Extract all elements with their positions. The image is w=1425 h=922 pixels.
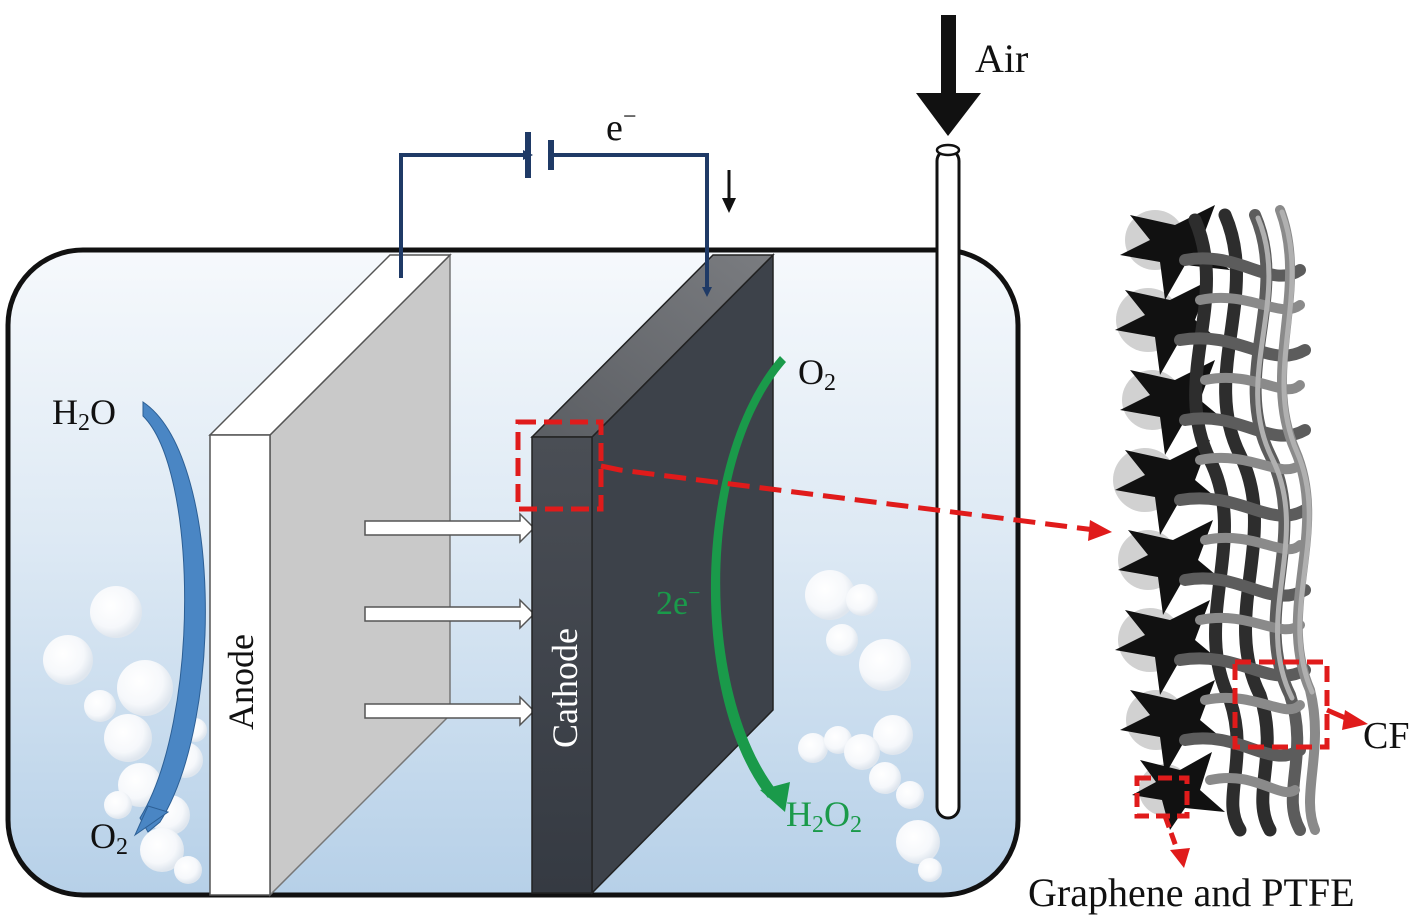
electron-direction-arrow [722,170,736,213]
h2o-label: H2O [52,392,116,436]
air-inlet-arrow [916,15,981,136]
cathode-plate [530,253,775,895]
water-oxidation-arrow [133,401,206,837]
o2-cathode-label: O2 [798,352,836,396]
air-label: Air [975,36,1028,81]
o2-anode-label: O2 [90,816,128,860]
bubble-icon [798,570,942,882]
h2o2-label: H2O2 [786,794,862,838]
anode-label: Anode [221,634,261,730]
oxygen-reduction-arrow [710,356,790,812]
cf-label: CF [1363,715,1409,757]
cf-zoom-box [1232,659,1330,750]
air-tube [935,143,961,820]
two-electron-label: 2e− [656,580,701,622]
zoom-link-line [600,463,1096,533]
external-circuit [399,132,712,297]
cathode-zoom-box [515,419,604,512]
carbon-fiber-icon [1113,205,1320,837]
electron-label: e− [606,104,636,149]
graphene-ptfe-label: Graphene and PTFE [1028,870,1355,915]
anode-plate [208,253,452,897]
graphene-zoom-box [1134,775,1190,819]
cathode-label: Cathode [545,628,585,748]
flow-arrows [364,512,536,727]
